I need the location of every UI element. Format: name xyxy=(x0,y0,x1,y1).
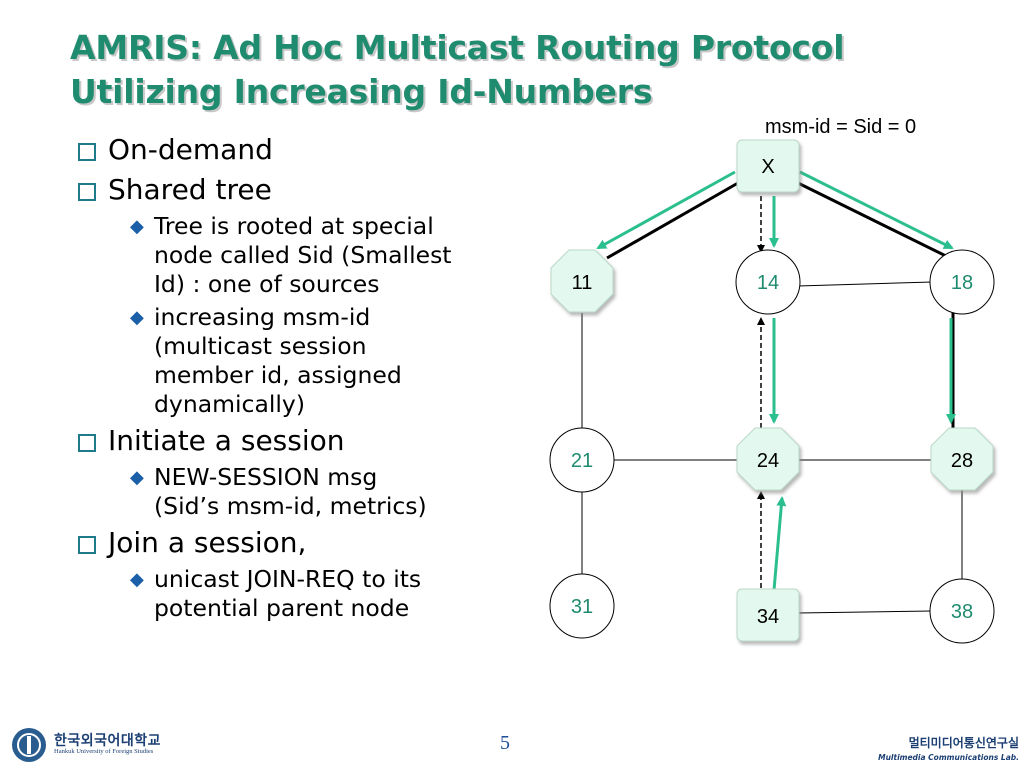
bullet-text: Initiate a session xyxy=(108,424,345,457)
university-emblem-icon xyxy=(12,728,46,762)
bullet-text: Join a session, xyxy=(108,526,307,559)
node-x-label: X xyxy=(761,156,774,178)
node-18: 18 xyxy=(929,249,995,315)
nodes: X 11 14 18 21 24 28 31 xyxy=(549,139,995,644)
bullet-list: On-demand Shared tree ◆ Tree is rooted a… xyxy=(78,128,518,623)
node-31: 31 xyxy=(549,573,615,639)
root-msm-id-label: msm-id = Sid = 0 xyxy=(765,116,916,138)
node-31-label: 31 xyxy=(571,596,593,618)
tree-links xyxy=(606,181,955,588)
lab-name-english: Multimedia Communications Lab. xyxy=(878,753,1019,762)
node-11: 11 xyxy=(550,249,614,313)
slide-title: AMRIS: Ad Hoc Multicast Routing Protocol… xyxy=(70,26,970,114)
lab-logo: 멀티미디어통신연구실 Multimedia Communications Lab… xyxy=(874,734,1019,762)
university-name-korean: 한국외국어대학교 xyxy=(54,733,162,749)
title-line-1: AMRIS: Ad Hoc Multicast Routing Protocol xyxy=(70,28,845,67)
link-14-18 xyxy=(797,281,933,287)
sub-bullet-line: dynamically) xyxy=(154,390,305,418)
checkbox-bullet-icon xyxy=(78,536,96,554)
sub-bullet-increasing-msm-id: ◆ increasing msm-id (multicast session m… xyxy=(130,303,518,419)
diamond-bullet-icon: ◆ xyxy=(130,216,144,237)
lab-name-korean: 멀티미디어통신연구실 xyxy=(908,736,1019,750)
diamond-bullet-icon: ◆ xyxy=(130,307,144,328)
sub-bullet-tree-rooted: ◆ Tree is rooted at special node called … xyxy=(130,212,518,299)
diamond-bullet-icon: ◆ xyxy=(130,467,144,488)
bullet-text: On-demand xyxy=(108,133,273,166)
node-28: 28 xyxy=(930,427,994,491)
sub-bullet-line: Id) : one of sources xyxy=(154,270,380,298)
sub-bullet-line: Tree is rooted at special xyxy=(154,212,434,240)
sub-bullet-line: unicast JOIN-REQ to its xyxy=(154,565,422,593)
node-24-label: 24 xyxy=(757,450,779,472)
bullet-shared-tree: Shared tree xyxy=(78,172,518,208)
page-number: 5 xyxy=(500,732,510,754)
tree-link-x-18 xyxy=(797,181,951,260)
message-arrows xyxy=(596,170,956,591)
arrow-34-to-24 xyxy=(772,496,787,591)
sub-bullet-line: (Sid’s msm-id, metrics) xyxy=(154,492,427,520)
node-14-label: 14 xyxy=(757,272,779,294)
checkbox-bullet-icon xyxy=(78,183,96,201)
university-logo: 한국외국어대학교 Hankuk University of Foreign St… xyxy=(12,728,192,762)
checkbox-bullet-icon xyxy=(78,434,96,452)
bullet-on-demand: On-demand xyxy=(78,132,518,168)
sub-bullet-line: potential parent node xyxy=(154,594,410,622)
bullet-text: Shared tree xyxy=(108,173,272,206)
title-line-2: Utilizing Increasing Id-Numbers xyxy=(70,72,653,111)
node-38-label: 38 xyxy=(951,601,973,623)
node-18-label: 18 xyxy=(951,272,973,294)
node-34-label: 34 xyxy=(757,606,779,628)
link-34-38 xyxy=(797,610,933,614)
sub-bullet-line: (multicast session xyxy=(154,332,367,360)
bullet-join-session: Join a session, xyxy=(78,525,518,561)
node-14: 14 xyxy=(735,249,801,315)
tree-link-x-11 xyxy=(606,181,739,260)
sub-bullet-unicast-join: ◆ unicast JOIN-REQ to its potential pare… xyxy=(130,565,518,623)
sub-bullet-line: member id, assigned xyxy=(154,361,402,389)
bullet-initiate-session: Initiate a session xyxy=(78,423,518,459)
node-11-label: 11 xyxy=(572,272,593,294)
node-21-label: 21 xyxy=(571,450,593,472)
diamond-bullet-icon: ◆ xyxy=(130,569,144,590)
node-21: 21 xyxy=(549,427,615,493)
plain-links xyxy=(581,281,963,614)
node-38: 38 xyxy=(929,578,995,644)
sub-bullet-new-session: ◆ NEW-SESSION msg (Sid’s msm-id, metrics… xyxy=(130,463,518,521)
node-x: X xyxy=(736,139,800,193)
arrow-x-to-11 xyxy=(596,170,736,250)
node-28-label: 28 xyxy=(951,450,973,472)
arrow-x-to-18 xyxy=(799,170,954,250)
sub-bullet-line: increasing msm-id xyxy=(154,303,371,331)
node-24: 24 xyxy=(736,427,800,491)
node-34: 34 xyxy=(736,588,800,642)
sub-bullet-line: node called Sid (Smallest xyxy=(154,241,452,269)
university-name-english: Hankuk University of Foreign Studies xyxy=(54,748,154,755)
sub-bullet-line: NEW-SESSION msg xyxy=(154,463,378,491)
checkbox-bullet-icon xyxy=(78,143,96,161)
